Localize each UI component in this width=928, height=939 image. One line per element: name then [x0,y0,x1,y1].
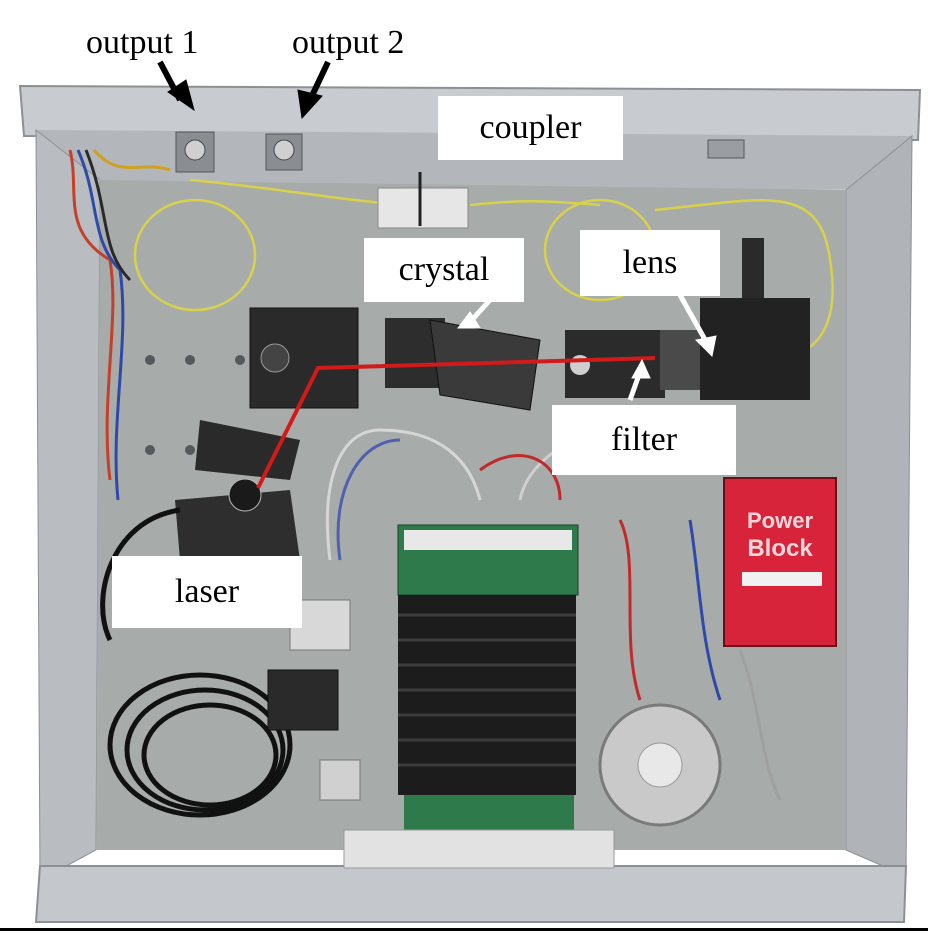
coupler-block [377,172,469,229]
bottom-rule [0,928,928,931]
wire-harness [68,149,171,501]
electronics-board [343,524,615,869]
svg-text:Block: Block [747,535,813,562]
laser-beam [256,356,656,489]
label-lens: lens [580,230,720,296]
dsub-connectors [267,599,361,801]
label-coupler: coupler [438,96,623,160]
mirror-mount-1 [249,307,359,409]
output-connectors [175,131,745,173]
svg-text:Power: Power [747,508,813,533]
label-output-1: output 1 [86,24,199,61]
power-wiring [618,519,782,801]
plate-holes [145,355,245,455]
laser-mount [175,420,300,560]
arrows [157,60,331,120]
label-laser: laser [112,556,302,628]
power-block: Power Block [723,477,837,647]
black-cable [100,507,293,818]
label-output-2: output 2 [292,24,405,61]
label-filter: filter [552,405,736,475]
toroid-transformer [598,703,722,827]
pointer-arrows [457,293,717,401]
label-crystal: crystal [364,238,524,302]
